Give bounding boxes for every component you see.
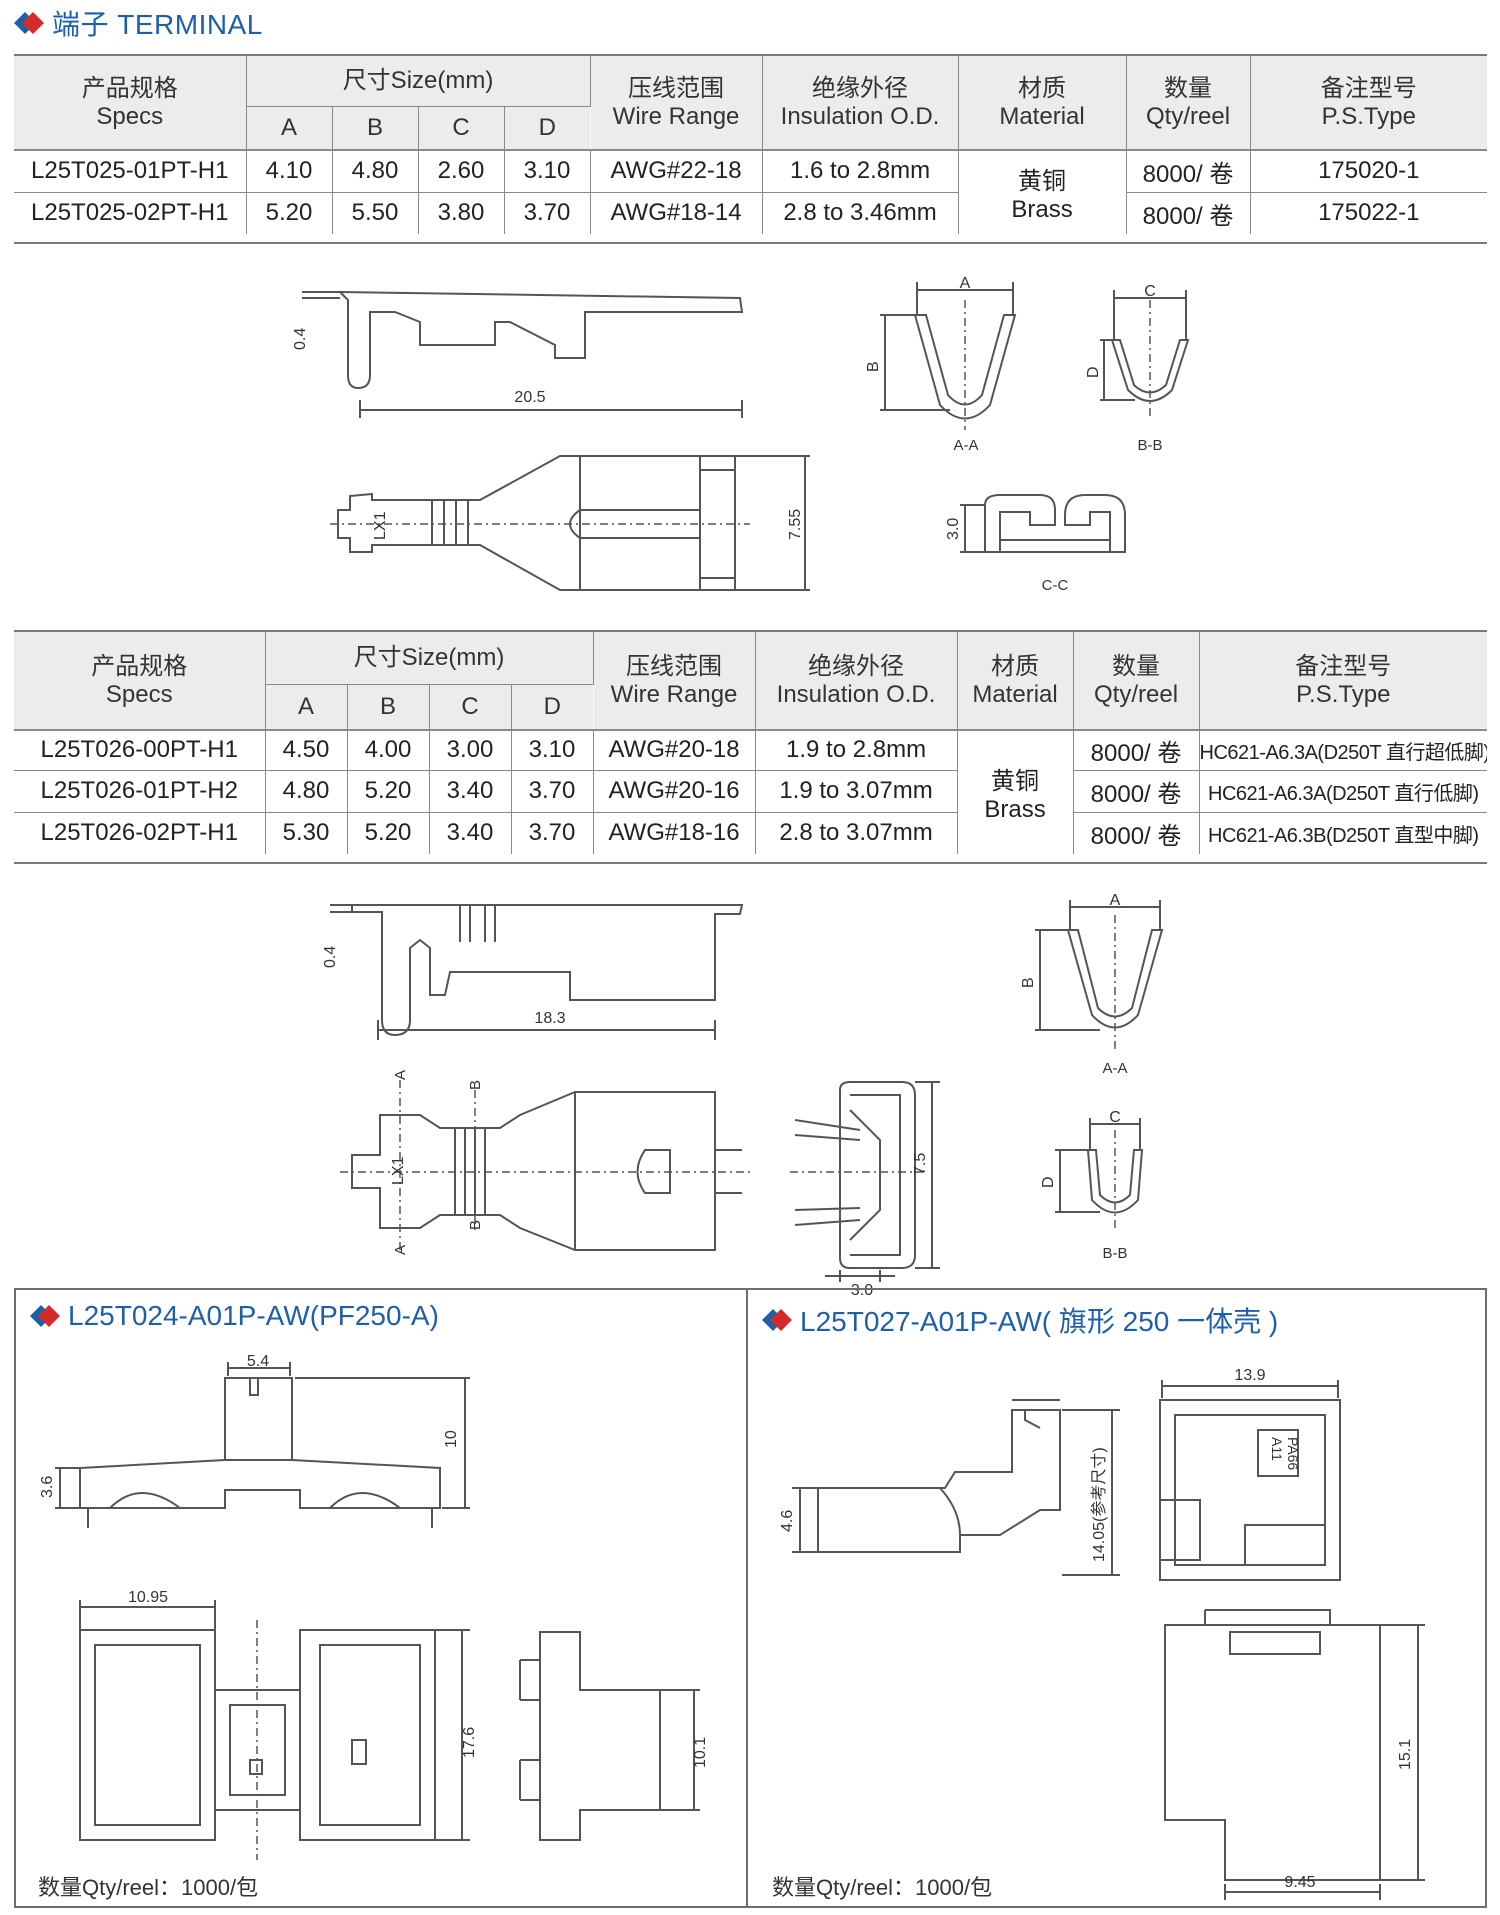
label-d: D xyxy=(1085,366,1102,378)
table2-top-rule xyxy=(14,630,1487,632)
section-b-b: B-B xyxy=(1137,437,1162,454)
dim-3-0: 3.0 xyxy=(851,1282,873,1299)
dim-13-9: 13.9 xyxy=(1234,1367,1265,1384)
col-c: C xyxy=(429,683,512,730)
panel-left-qty: 数量Qty/reel：1000/包 xyxy=(38,1875,259,1900)
mark-a11: A11 xyxy=(1269,1437,1285,1461)
mark-pa66: PA66 xyxy=(1285,1437,1301,1470)
dim-0-4: 0.4 xyxy=(292,328,309,350)
col-a: A xyxy=(246,105,333,150)
cut-a-top: A xyxy=(392,1070,409,1080)
col-a: A xyxy=(265,683,348,730)
col-d: D xyxy=(511,683,594,730)
panel-flag250 xyxy=(746,1288,1487,1908)
diamond-logo-icon xyxy=(30,1305,60,1327)
dim-15-1: 15.1 xyxy=(1397,1739,1414,1770)
dim-10-1: 10.1 xyxy=(692,1737,709,1768)
section-header: 端子 TERMINAL xyxy=(14,6,263,40)
dim-3-6: 3.6 xyxy=(39,1476,56,1498)
dim-20-5: 20.5 xyxy=(514,389,545,406)
table2-bottom-rule xyxy=(14,862,1487,864)
section-title: 端子 TERMINAL xyxy=(52,9,263,40)
dim-7-5: 7.5 xyxy=(912,1153,929,1175)
section-b-b: B-B xyxy=(1102,1245,1127,1262)
panel-left-title: L25T024-A01P-AW(PF250-A) xyxy=(30,1300,439,1332)
dim-4-6: 4.6 xyxy=(779,1510,796,1532)
label-c: C xyxy=(1144,283,1156,300)
label-b: B xyxy=(865,361,882,372)
table-row: L25T026-02PT-H1 5.30 5.20 3.40 3.70 AWG#… xyxy=(14,811,1488,854)
col-size: 尺寸Size(mm) xyxy=(246,56,591,106)
dim-3-0: 3.0 xyxy=(945,518,962,540)
dim-14-05: 14.05(参考尺寸) xyxy=(1090,1447,1108,1562)
section-c-c: C-C xyxy=(1042,577,1069,594)
dim-lx1: LX1 xyxy=(390,1156,407,1185)
table1-bottom-rule xyxy=(14,242,1487,244)
panel-right-qty: 数量Qty/reel：1000/包 xyxy=(772,1875,993,1900)
cut-a-bottom: A xyxy=(392,1245,409,1255)
label-a: A xyxy=(1110,892,1121,909)
col-b: B xyxy=(347,683,430,730)
col-size: 尺寸Size(mm) xyxy=(265,632,594,684)
table1-top-rule xyxy=(14,54,1487,56)
dim-0-4: 0.4 xyxy=(322,946,339,968)
dim-5-4: 5.4 xyxy=(247,1353,269,1370)
dim-17-6: 17.6 xyxy=(461,1727,478,1758)
label-c: C xyxy=(1109,1109,1121,1126)
table-row: L25T026-00PT-H1 4.50 4.00 3.00 3.10 AWG#… xyxy=(14,729,1488,854)
diamond-logo-icon xyxy=(762,1309,792,1331)
dim-10: 10 xyxy=(443,1430,460,1448)
dim-18-3: 18.3 xyxy=(534,1010,565,1027)
section-a-a: A-A xyxy=(1102,1060,1127,1077)
cut-b-bottom: B xyxy=(467,1220,484,1230)
label-a: A xyxy=(960,275,971,292)
diamond-logo-icon xyxy=(14,12,44,34)
dim-9-45: 9.45 xyxy=(1284,1874,1315,1891)
dim-lx1: LX1 xyxy=(372,511,389,540)
col-c: C xyxy=(418,105,505,150)
section-a-a: A-A xyxy=(953,437,978,454)
col-d: D xyxy=(504,105,591,150)
cut-b-top: B xyxy=(467,1080,484,1090)
panel-right-title: L25T027-A01P-AW( 旗形 250 一体壳 ) xyxy=(762,1300,1278,1340)
table-row: L25T026-01PT-H2 4.80 5.20 3.40 3.70 AWG#… xyxy=(14,769,1488,812)
col-b: B xyxy=(332,105,419,150)
label-d: D xyxy=(1040,1176,1057,1188)
table-row: L25T025-01PT-H1 4.10 4.80 2.60 3.10 AWG#… xyxy=(14,149,1488,234)
dim-7-55: 7.55 xyxy=(787,509,804,540)
dim-10-95: 10.95 xyxy=(128,1589,168,1606)
label-b: B xyxy=(1020,977,1037,988)
table-row: L25T025-02PT-H1 5.20 5.50 3.80 3.70 AWG#… xyxy=(14,191,1488,234)
